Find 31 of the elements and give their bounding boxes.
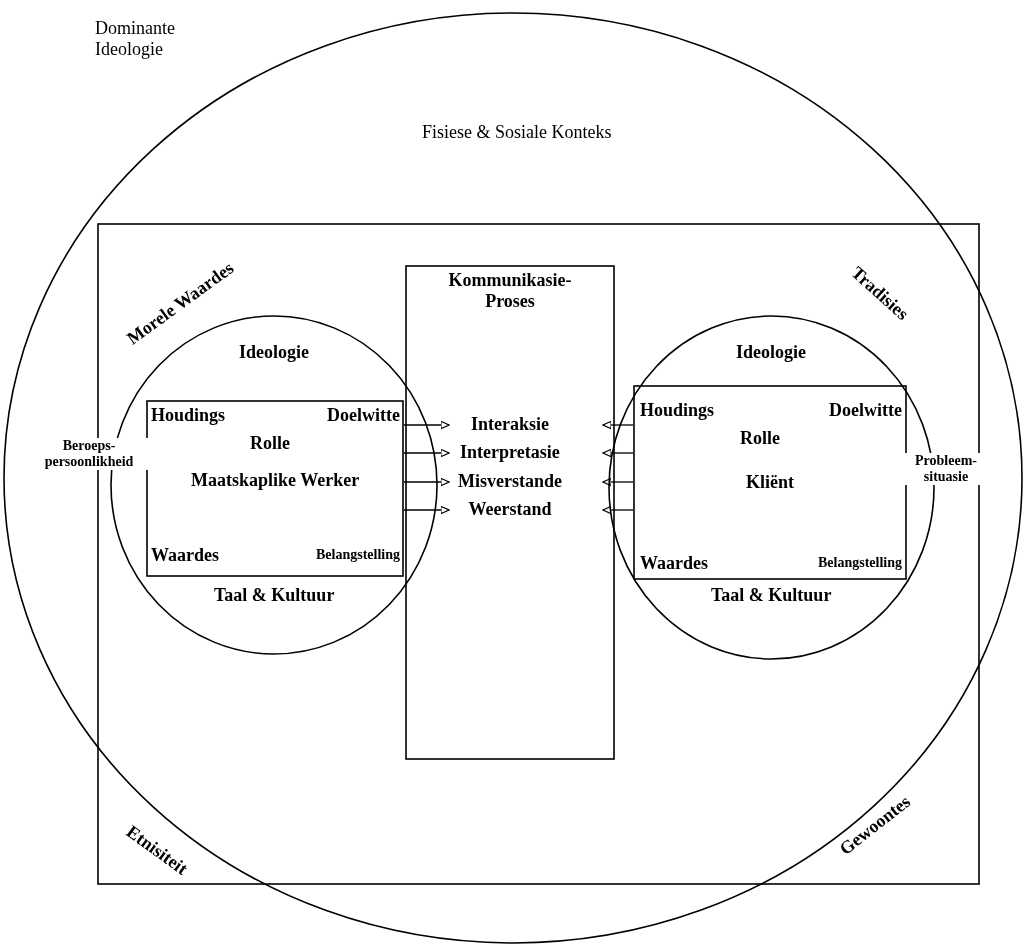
arrow (403, 477, 450, 487)
arrow (403, 505, 450, 515)
actor-label: Kliënt (746, 472, 794, 493)
attribute-label: Doelwitte (327, 405, 400, 426)
process-item: Weerstand (468, 499, 552, 520)
arrow (602, 477, 634, 487)
arrow (602, 420, 634, 430)
process-item: Interpretasie (460, 442, 560, 463)
attribute-label: Waardes (151, 545, 219, 566)
attribute-label: Doelwitte (829, 400, 902, 421)
heading: Dominante Ideologie (95, 18, 176, 60)
arrow (602, 448, 634, 458)
circle-label: Ideologie (239, 342, 309, 363)
attribute-label: Belangstelling (818, 555, 902, 572)
process-item: Interaksie (471, 414, 549, 435)
attribute-label: Houdings (640, 400, 715, 421)
arrow (403, 420, 450, 430)
arrow (602, 505, 634, 515)
attribute-label: Rolle (740, 428, 780, 449)
attribute-label: Houdings (151, 405, 226, 426)
actor-label: Maatskaplike Werker (191, 470, 360, 491)
circle-label: Taal & Kultuur (214, 585, 335, 606)
arrow (403, 448, 450, 458)
process-title: Kommunikasie-Proses (447, 270, 573, 312)
context-label: Fisiese & Sosiale Konteks (422, 122, 612, 143)
attribute-label: Belangstelling (316, 547, 400, 564)
attribute-label: Waardes (640, 553, 708, 574)
circle-label: Ideologie (736, 342, 806, 363)
process-item: Misverstande (458, 471, 562, 492)
attribute-label: Rolle (250, 433, 290, 454)
circle-label: Taal & Kultuur (711, 585, 832, 606)
